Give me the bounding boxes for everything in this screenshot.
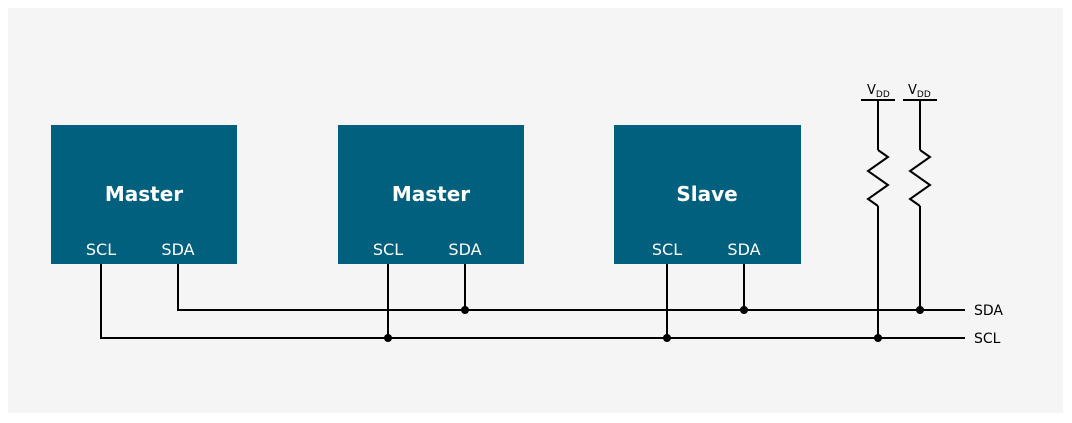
vdd-subscript: DD [876, 90, 890, 100]
pin-label-scl: SCL [373, 240, 403, 259]
device-box [51, 125, 237, 264]
junction-dot [916, 306, 924, 314]
junctions [384, 306, 924, 342]
device-title: Slave [676, 182, 737, 206]
pin-label-sda: SDA [161, 240, 194, 259]
pin-label-sda: SDA [448, 240, 481, 259]
junction-dot [663, 334, 671, 342]
sda-bus-line [177, 264, 965, 311]
device-title: Master [105, 182, 183, 206]
device-slave: Slave SCL SDA [614, 125, 801, 264]
pin-label-scl: SCL [652, 240, 682, 259]
device-box [614, 125, 801, 264]
junction-dot [461, 306, 469, 314]
pin-label-sda: SDA [727, 240, 760, 259]
sda-bus-label: SDA [974, 303, 1003, 319]
pin-label-scl: SCL [86, 240, 116, 259]
scl-bus-line [100, 264, 965, 339]
pullup2-resistor [908, 149, 932, 207]
device-box [338, 125, 524, 264]
pullup1-resistor [866, 149, 890, 207]
junction-dot [384, 334, 392, 342]
device-master-2: Master SCL SDA [338, 125, 524, 264]
device-master-1: Master SCL SDA [51, 125, 237, 264]
vdd-subscript: DD [917, 90, 931, 100]
vdd-label-2: VDD [908, 83, 931, 100]
bus-wires [100, 99, 965, 339]
vdd-symbol: V [908, 83, 917, 98]
vdd-symbol: V [867, 83, 876, 98]
scl-bus-label: SCL [974, 331, 1001, 347]
junction-dot [874, 334, 882, 342]
junction-dot [740, 306, 748, 314]
device-title: Master [392, 182, 470, 206]
vdd-label-1: VDD [867, 83, 890, 100]
